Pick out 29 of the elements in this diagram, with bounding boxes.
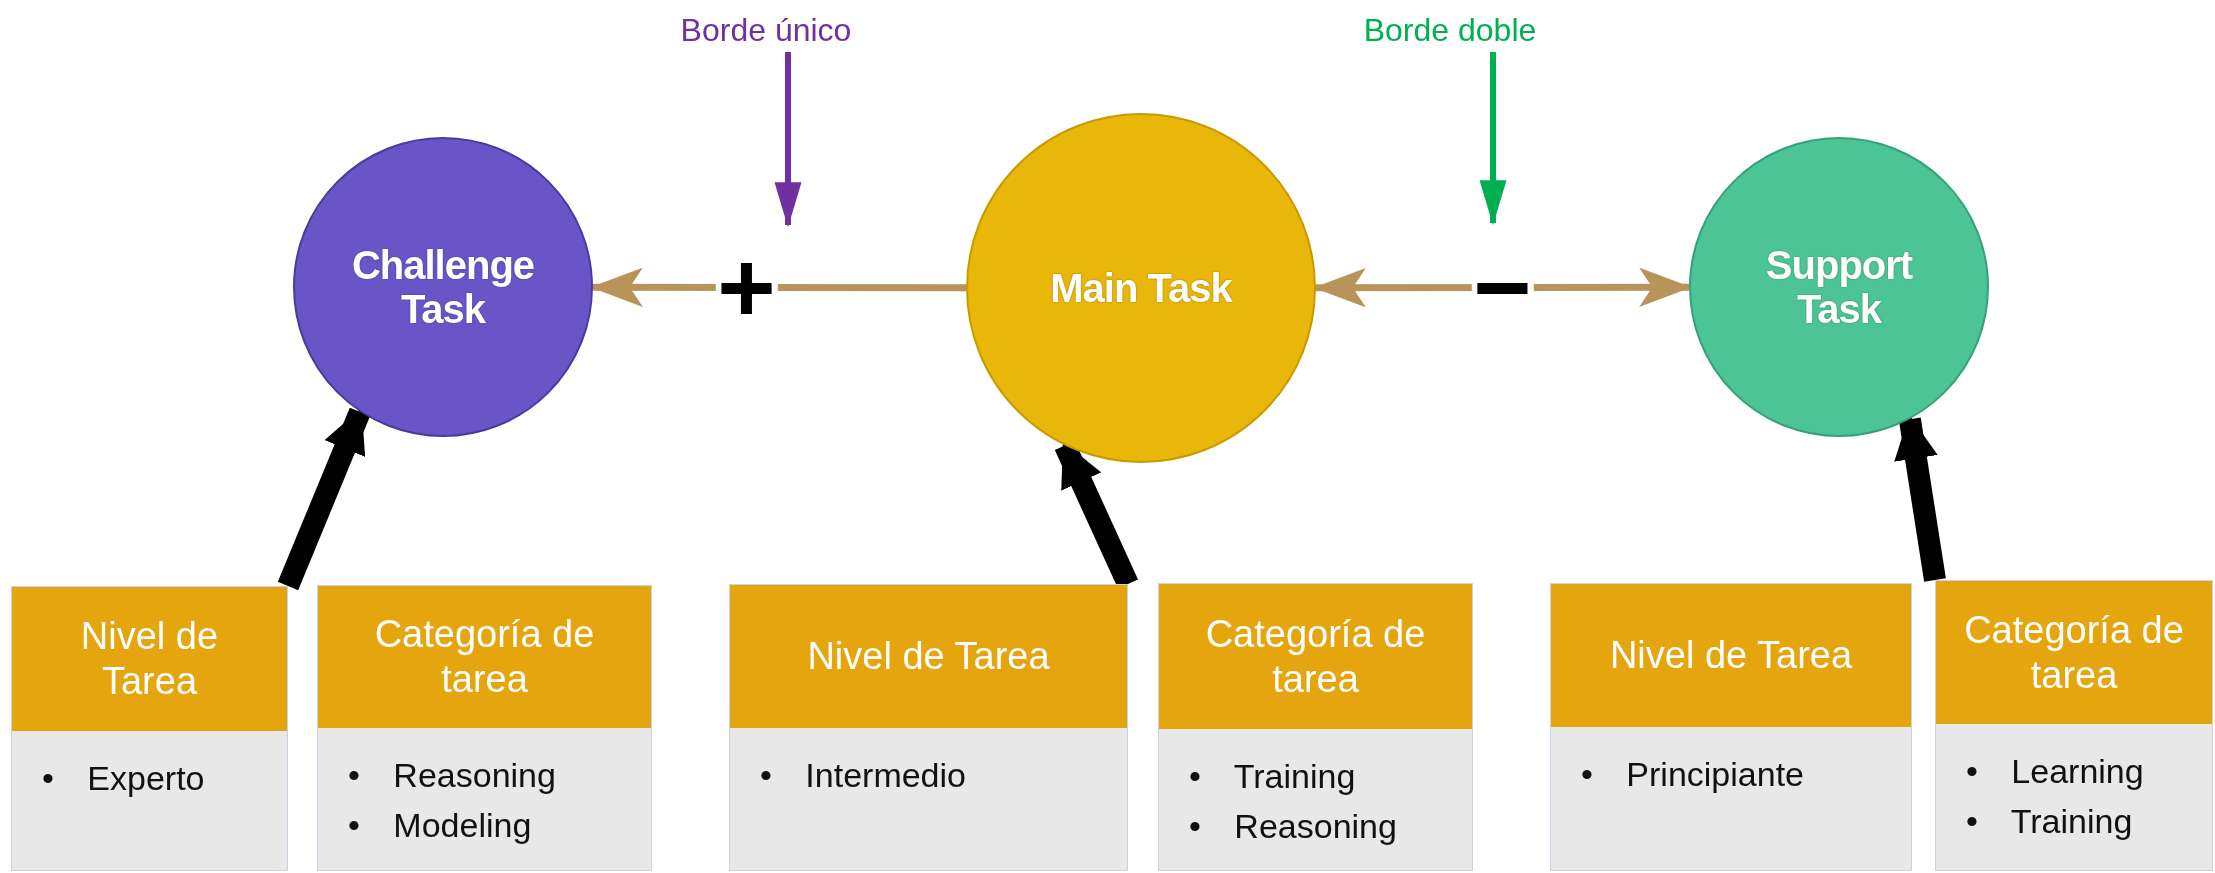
bullet-item: • Experto: [42, 758, 206, 799]
table-header: Nivel de Tarea: [730, 585, 1127, 728]
table-header: Nivel de Tarea: [1551, 584, 1911, 727]
leader-arrow: [774, 52, 802, 227]
leader-arrow: [1479, 52, 1507, 225]
bullet-item: • Principiante: [1581, 754, 1805, 795]
info-table: [11, 586, 288, 871]
bullet-item: • Intermedio: [760, 755, 967, 796]
bullet-item: • Modeling: [348, 805, 533, 846]
bullet-item: • Reasoning: [1189, 806, 1398, 847]
bullet-item: • Training: [1966, 801, 2134, 842]
table-header: Categoría de tarea: [1159, 584, 1472, 729]
task-circle: Challenge Task: [293, 137, 593, 437]
annotation-text: Borde único: [666, 8, 866, 52]
info-table: [317, 585, 652, 871]
table-header: Nivel de Tarea: [12, 587, 287, 731]
info-table: [1935, 580, 2213, 871]
info-table: [1158, 583, 1473, 871]
table-header: Categoría de tarea: [1936, 581, 2212, 724]
task-circle: Support Task: [1689, 137, 1989, 437]
bullet-item: • Learning: [1966, 751, 2145, 792]
annotation-text: Borde doble: [1350, 8, 1550, 52]
arrow: [277, 407, 371, 591]
bullet-item: • Training: [1189, 756, 1357, 797]
info-table: [729, 584, 1128, 871]
bullet-item: • Reasoning: [348, 755, 557, 796]
table-header: Categoría de tarea: [318, 586, 651, 728]
info-table: [1550, 583, 1912, 871]
task-circle: Main Task: [966, 113, 1316, 463]
